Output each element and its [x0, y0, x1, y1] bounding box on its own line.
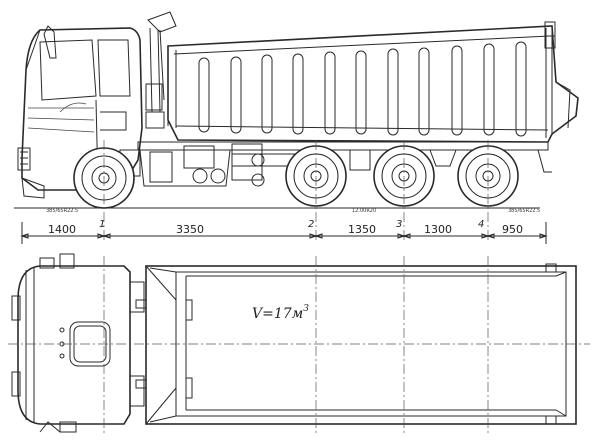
dimension-overhang-rear: 950 [502, 223, 523, 236]
tire-label-front: 385/65R22.5 [46, 208, 78, 214]
cab-side [17, 25, 143, 199]
top-view: V=17м3 [8, 253, 590, 436]
dump-body-top [145, 263, 577, 425]
dump-body-side [167, 21, 579, 143]
body-volume-label: V=17м3 [252, 304, 309, 322]
dimension-wheelbase-1-2: 3350 [176, 223, 204, 236]
axle-centerlines [103, 140, 489, 240]
top-view-centerlines [8, 256, 590, 436]
chassis-frame [137, 141, 552, 187]
axle-number-3: 3 [396, 219, 402, 230]
air-intake-stack [145, 11, 177, 129]
cab-top [11, 253, 131, 433]
volume-label-exponent: 3 [303, 304, 309, 314]
axle-number-2: 2 [308, 219, 314, 230]
tire-label-rear: 385/65R22.5 [508, 208, 540, 214]
axle-number-1: 1 [99, 219, 105, 230]
dimension-overhang-front: 1400 [48, 223, 76, 236]
volume-label-main: V=17м [252, 306, 303, 322]
dimension-wheelbase-2-3: 1350 [348, 223, 376, 236]
side-view: 385/65R22.5 12.00R20 385/65R22.5 1 2 3 4… [14, 11, 579, 244]
tire-label-middle: 12.00R20 [352, 208, 376, 214]
axle-number-4: 4 [478, 219, 484, 230]
dimension-wheelbase-3-4: 1300 [424, 223, 452, 236]
dimension-chain [20, 222, 548, 244]
